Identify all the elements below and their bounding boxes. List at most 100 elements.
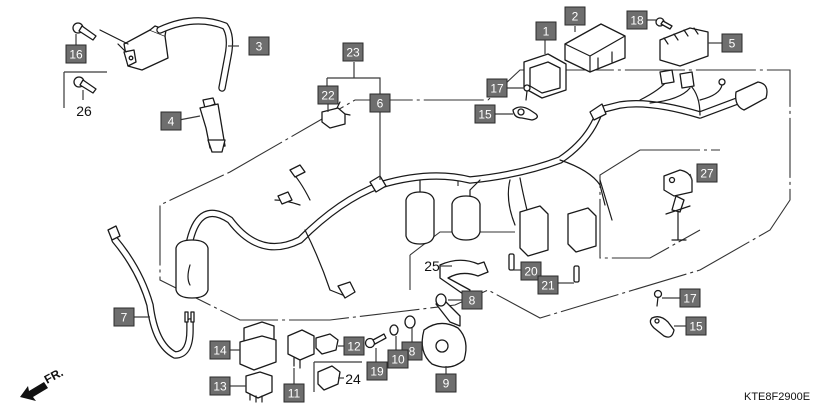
callout-c10-nut[interactable]: 10 — [387, 349, 409, 369]
callout-c8a-collar-upper[interactable]: 8 — [461, 290, 483, 310]
connector-bottom — [337, 281, 356, 299]
callout-box — [679, 288, 701, 308]
harness-branch-b — [304, 229, 346, 297]
relay-11[interactable] — [287, 329, 315, 369]
capacitor-band — [451, 195, 481, 241]
callout-c19-horn-bolt[interactable]: 19 — [366, 361, 388, 381]
nut-10[interactable] — [389, 324, 399, 336]
callout-c13-winker-relay[interactable]: 13 — [209, 376, 231, 396]
callout-box — [486, 78, 508, 98]
callout-label: 2 — [572, 10, 579, 24]
leader-23-tree — [326, 62, 381, 98]
collar-lower[interactable] — [404, 315, 416, 329]
callout-c20-fuse-a[interactable]: 20 — [520, 261, 542, 281]
callout-c12-relay-cover[interactable]: 12 — [343, 336, 365, 356]
main-wire-harness[interactable] — [175, 69, 768, 299]
collar-upper[interactable] — [435, 293, 447, 307]
relay-cover-12[interactable] — [315, 333, 339, 355]
callout-c16-coil-bolt[interactable]: 16 — [65, 44, 87, 64]
callout-box — [721, 33, 743, 53]
callout-c4-spark-plug-cap[interactable]: 4 — [160, 111, 182, 131]
capacitor-mid — [405, 191, 435, 245]
regulator-rectifier[interactable] — [659, 27, 709, 67]
spark-plug-cap[interactable] — [199, 97, 226, 153]
fixture-stem — [665, 205, 691, 241]
callout-c27-cap[interactable]: 27 — [696, 163, 718, 183]
callout-c22-connector[interactable]: 22 — [317, 85, 339, 105]
coil-bolt[interactable] — [72, 22, 97, 45]
regulator-bolt[interactable] — [655, 17, 673, 30]
horn[interactable] — [421, 299, 467, 368]
callout-box — [366, 361, 388, 381]
callout-label: 7 — [121, 311, 128, 325]
harness-branch-e — [559, 159, 613, 221]
band-25[interactable] — [439, 259, 489, 297]
callout-c21-fuse-b[interactable]: 21 — [537, 275, 559, 295]
callout-c14-starter-relay[interactable]: 14 — [209, 340, 231, 360]
callout-c9-horn[interactable]: 9 — [435, 373, 457, 393]
callout-label: 11 — [288, 387, 301, 401]
callout-c3-ignition-coil[interactable]: 3 — [248, 36, 270, 56]
callout-c17b-screw-lower[interactable]: 17 — [679, 288, 701, 308]
conn22-body — [321, 107, 346, 129]
ignition-coil[interactable] — [99, 17, 234, 92]
callout-c11-relay[interactable]: 11 — [283, 383, 305, 403]
connector-22[interactable] — [321, 101, 351, 129]
callout-label: 4 — [168, 115, 175, 129]
coil-mount-hole — [128, 55, 134, 61]
callout-box — [369, 93, 391, 113]
relay-cover-24[interactable] — [313, 361, 362, 392]
callout-label: 21 — [541, 279, 555, 293]
battery-holder[interactable] — [523, 53, 567, 99]
screw-upper[interactable] — [523, 84, 531, 101]
callout-c15b-wire-clamp-lower[interactable]: 15 — [685, 316, 707, 336]
callout-c1-battery-holder[interactable]: 1 — [535, 21, 557, 41]
callout-box — [626, 10, 648, 30]
subharness-fill — [112, 237, 193, 358]
callout-label: 23 — [346, 46, 360, 60]
sub-wire-harness[interactable] — [107, 225, 195, 359]
conn22-pins — [336, 101, 351, 116]
cap-body — [199, 103, 226, 149]
callout-c5-regulator-rectifier[interactable]: 5 — [721, 33, 743, 53]
callout-c7-sub-wire-harness[interactable]: 7 — [113, 307, 135, 327]
wire-clamp-lower[interactable] — [649, 316, 675, 338]
screw-lower[interactable] — [653, 289, 663, 307]
callout-c18-regulator-bolt[interactable]: 18 — [626, 10, 648, 30]
cap-top — [202, 97, 216, 109]
control-unit[interactable] — [564, 23, 626, 73]
callout-c23-harness-assembly[interactable]: 23 — [342, 42, 364, 62]
bolt-alt-26[interactable] — [63, 71, 107, 108]
drawing-code: KTE8F2900E — [744, 391, 810, 403]
fuse-box-b — [567, 207, 597, 253]
callout-c2-control-unit[interactable]: 2 — [564, 6, 586, 26]
screw17b-shank — [656, 296, 659, 307]
cap27-body — [663, 169, 693, 197]
cap27-hole — [668, 176, 676, 184]
wire-clamp-upper[interactable] — [512, 106, 538, 121]
cap-27[interactable] — [663, 169, 693, 197]
connectors-right — [659, 69, 695, 89]
horn-bolt-19[interactable] — [364, 333, 387, 349]
fr-label: FR. — [42, 365, 66, 386]
callout-box — [65, 44, 87, 64]
callout-c17a-screw-upper[interactable]: 17 — [486, 78, 508, 98]
ring-terminal — [718, 78, 726, 86]
winker-relay[interactable] — [245, 371, 273, 403]
callout-box — [535, 21, 557, 41]
callout-box — [343, 336, 365, 356]
hv-lead — [156, 17, 234, 92]
callout-c6-main-wire-harness[interactable]: 6 — [369, 93, 391, 113]
reg-fins — [663, 27, 699, 45]
subharness-terminal-top — [107, 225, 121, 241]
screw17-shank — [525, 90, 528, 101]
ring-wire — [699, 84, 723, 101]
subharness-terminals — [184, 311, 195, 323]
callout-c15a-wire-clamp-upper[interactable]: 15 — [474, 104, 496, 124]
callout-25: 25 — [424, 258, 440, 274]
starter-relay[interactable] — [239, 321, 277, 371]
fuses[interactable] — [508, 253, 580, 283]
clamp15-body — [512, 106, 538, 121]
callout-box — [317, 85, 339, 105]
